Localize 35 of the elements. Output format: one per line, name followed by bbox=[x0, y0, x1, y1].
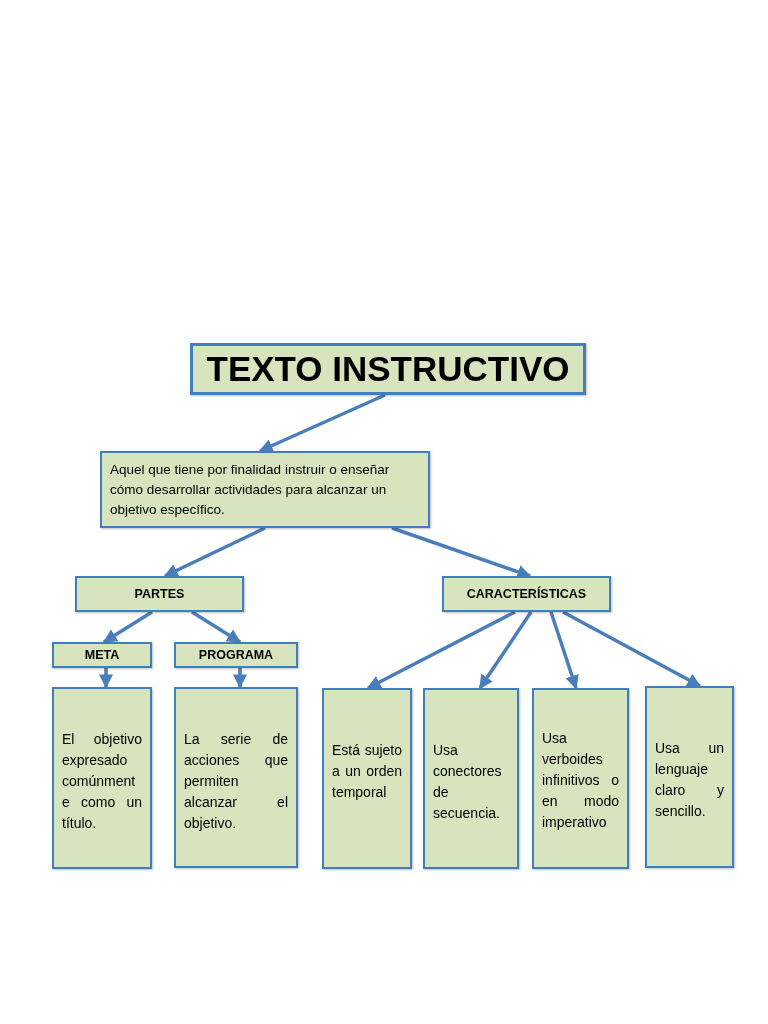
box-text: META bbox=[83, 647, 121, 664]
box-text: PROGRAMA bbox=[197, 647, 275, 664]
arrow bbox=[99, 668, 113, 689]
concept-box bbox=[100, 451, 430, 528]
arrow bbox=[562, 610, 702, 688]
box-text: CARACTERÍSTICAS bbox=[465, 585, 588, 603]
concept-box bbox=[645, 686, 734, 868]
arrow bbox=[366, 610, 516, 690]
concept-box bbox=[532, 688, 629, 869]
concept-box bbox=[442, 576, 611, 612]
box-text: Usa un lenguaje claro y sencillo. bbox=[655, 739, 724, 821]
box-text: PARTES bbox=[133, 586, 186, 603]
concept-box bbox=[174, 642, 298, 668]
arrow bbox=[391, 526, 532, 579]
box-text: La serie de acciones que permiten alcanzar el objetivo. bbox=[184, 730, 288, 833]
arrow bbox=[258, 393, 386, 453]
concept-box bbox=[322, 688, 412, 869]
box-text: Está sujeto a un orden temporal bbox=[332, 741, 402, 802]
arrow bbox=[163, 526, 266, 578]
arrow bbox=[233, 668, 247, 689]
arrow bbox=[191, 610, 242, 644]
arrow bbox=[549, 611, 579, 690]
box-text: Usa verboides infinitivos o en modo imperativo bbox=[542, 729, 619, 832]
concept-box bbox=[75, 576, 244, 612]
title-text: TEXTO INSTRUCTIVO bbox=[205, 359, 571, 379]
box-text: Aquel que tiene por finalidad instruir o enseñar cómo desarrollar actividades para alcanzar un objetivo específico. bbox=[110, 460, 391, 519]
arrow bbox=[102, 610, 153, 644]
concept-box bbox=[52, 642, 152, 668]
title-box bbox=[190, 343, 586, 395]
box-text: Usa conectores de secuencia. bbox=[433, 741, 503, 823]
concept-box bbox=[174, 687, 298, 868]
concept-box bbox=[52, 687, 152, 869]
box-text: El objetivo expresado comúnment e como un título. bbox=[62, 730, 142, 833]
arrow bbox=[478, 611, 533, 690]
concept-box bbox=[423, 688, 519, 869]
